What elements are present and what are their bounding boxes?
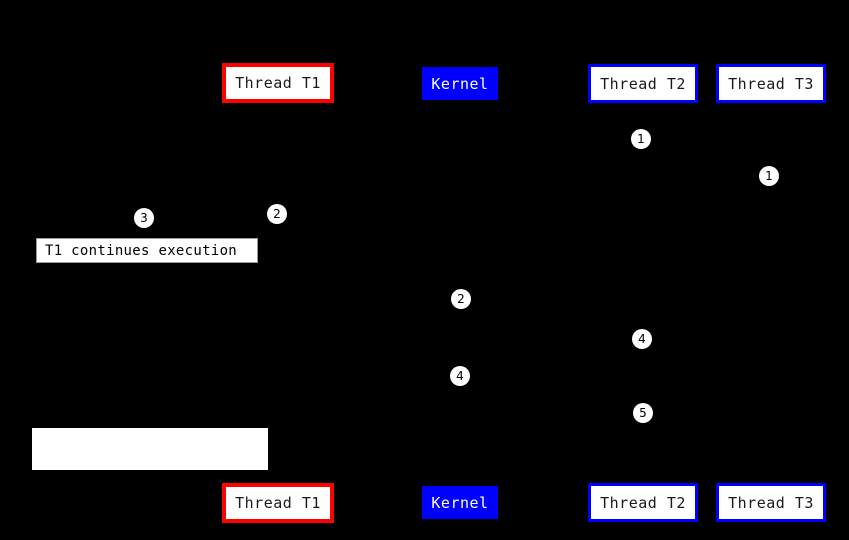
participant-label: Thread T3 bbox=[728, 74, 814, 93]
participant-label: Thread T2 bbox=[600, 493, 686, 512]
arrow-t3-to-kernel-1 bbox=[460, 177, 771, 178]
arrow-t2-to-kernel-1 bbox=[460, 140, 643, 141]
step-badge-t3-1: 1 bbox=[759, 166, 779, 186]
arrow-t2-step-5 bbox=[460, 414, 643, 415]
step-number: 1 bbox=[765, 169, 773, 183]
lifeline-thread-t3 bbox=[771, 103, 772, 483]
participant-bottom-thread-t1[interactable]: Thread T1 bbox=[222, 483, 334, 523]
participant-bottom-thread-t2[interactable]: Thread T2 bbox=[588, 483, 698, 522]
lifeline-thread-t2 bbox=[643, 103, 644, 483]
activation-bar-t2-top bbox=[639, 103, 648, 119]
participant-bottom-thread-t3[interactable]: Thread T3 bbox=[716, 483, 826, 522]
note-t1-continues-execution: T1 continues execution bbox=[36, 238, 258, 263]
note-blank-box bbox=[32, 428, 268, 470]
participant-top-thread-t3[interactable]: Thread T3 bbox=[716, 64, 826, 103]
arrow-kernel-step-4 bbox=[460, 377, 643, 378]
participant-label: Kernel bbox=[431, 74, 489, 93]
step-badge-t2-5: 5 bbox=[633, 403, 653, 423]
arrow-kernel-step-2 bbox=[460, 300, 643, 301]
step-badge-t1-2: 2 bbox=[267, 204, 287, 224]
activation-bar-t1-top bbox=[274, 103, 283, 119]
step-number: 4 bbox=[638, 332, 646, 346]
step-number: 2 bbox=[273, 207, 281, 221]
step-number: 2 bbox=[457, 292, 465, 306]
participant-top-thread-t2[interactable]: Thread T2 bbox=[588, 64, 698, 103]
step-badge-t2-1: 1 bbox=[631, 129, 651, 149]
activation-bar-t3-top bbox=[767, 103, 776, 119]
note-text: T1 continues execution bbox=[45, 242, 238, 259]
participant-label: Thread T3 bbox=[728, 493, 814, 512]
participant-bottom-kernel[interactable]: Kernel bbox=[422, 486, 498, 519]
step-badge-kernel-4: 4 bbox=[450, 366, 470, 386]
participant-label: Kernel bbox=[431, 493, 489, 512]
participant-top-kernel[interactable]: Kernel bbox=[422, 67, 498, 100]
step-number: 4 bbox=[456, 369, 464, 383]
participant-top-thread-t1[interactable]: Thread T1 bbox=[222, 63, 334, 103]
step-number: 3 bbox=[140, 211, 148, 225]
activation-bar-kernel-mid bbox=[456, 270, 465, 390]
lifeline-thread-t1 bbox=[278, 103, 279, 483]
step-badge-kernel-2: 2 bbox=[451, 289, 471, 309]
participant-label: Thread T1 bbox=[235, 494, 321, 512]
arrow-kernel-to-t1-2 bbox=[278, 215, 460, 216]
step-number: 5 bbox=[639, 406, 647, 420]
step-badge-t2-4: 4 bbox=[632, 329, 652, 349]
activation-bar-t1-bottom bbox=[274, 467, 283, 483]
step-badge-t1-3: 3 bbox=[134, 208, 154, 228]
participant-label: Thread T2 bbox=[600, 74, 686, 93]
step-number: 1 bbox=[637, 132, 645, 146]
participant-label: Thread T1 bbox=[235, 74, 321, 92]
